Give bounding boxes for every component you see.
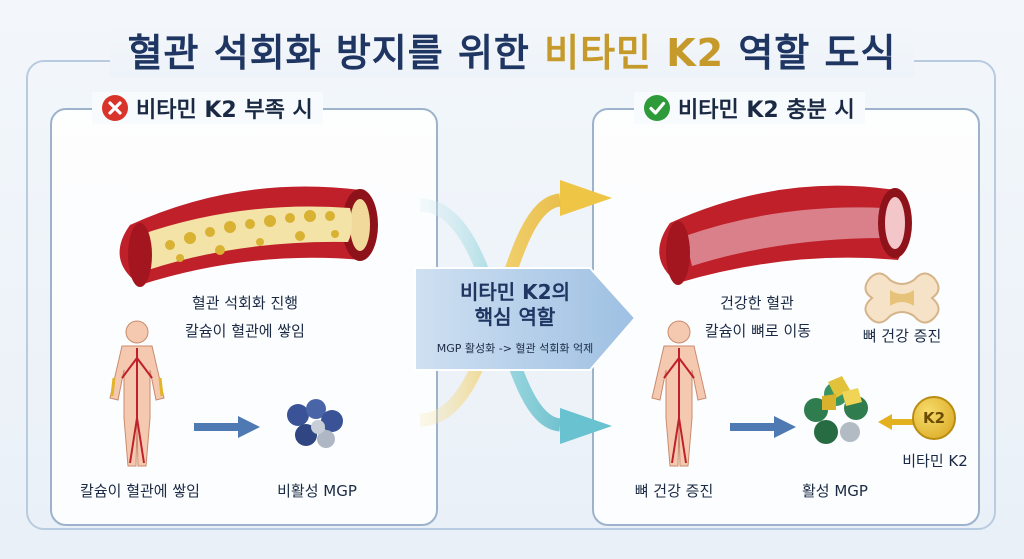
left-vessel-caption-1: 혈관 석회화 진행 — [191, 294, 299, 312]
k2-coin-text: K2 — [922, 409, 946, 427]
left-body-caption: 칼슘이 혈관에 쌓임 — [80, 482, 200, 500]
x-circle-icon — [102, 95, 128, 121]
center-role-box: 비타민 K2의 핵심 역할 MGP 활성화 -> 혈관 석회화 억제 — [430, 262, 640, 374]
bone-caption: 뼈 건강 증진 — [862, 327, 942, 345]
center-title-line1: 비타민 K2의 — [460, 280, 570, 304]
deficiency-heading-text: 비타민 K2 부족 시 — [136, 98, 313, 123]
left-vessel-caption-2: 칼슘이 혈관에 쌓임 — [185, 322, 305, 340]
right-mgp-caption: 활성 MGP — [802, 482, 868, 500]
title-accent: 비타민 K2 — [544, 31, 725, 75]
k2-caption: 비타민 K2 — [902, 452, 968, 470]
center-big-arrow — [414, 267, 637, 371]
calcified-vessel-icon — [119, 186, 378, 287]
left-mgp-caption: 비활성 MGP — [277, 482, 357, 500]
center-title: 비타민 K2의 핵심 역할 — [430, 280, 600, 330]
human-body-icon — [109, 320, 165, 467]
sufficient-heading-text: 비타민 K2 충분 시 — [678, 98, 855, 123]
human-body-icon-right — [651, 320, 707, 467]
bottom-teal-arrowhead — [560, 408, 612, 444]
active-mgp-icon — [804, 376, 868, 444]
k2-to-mgp-arrow — [878, 414, 916, 430]
check-circle-icon — [644, 95, 670, 121]
bone-icon — [864, 272, 940, 324]
sufficient-heading: 비타민 K2 충분 시 — [634, 92, 865, 124]
title-wrap: 혈관 석회화 방지를 위한 비타민 K2 역할 도식 — [0, 22, 1024, 77]
deficiency-panel: 비타민 K2 부족 시 — [50, 92, 438, 526]
right-flow-arrow — [730, 416, 796, 438]
deficiency-heading: 비타민 K2 부족 시 — [92, 92, 323, 124]
healthy-vessel-icon — [659, 185, 912, 285]
page-title: 혈관 석회화 방지를 위한 비타민 K2 역할 도식 — [109, 22, 915, 77]
title-main: 혈관 석회화 방지를 위한 — [127, 31, 545, 75]
inactive-mgp-icon — [287, 399, 343, 448]
right-vessel-caption-2: 칼슘이 뼈로 이동 — [704, 322, 812, 340]
right-body-caption: 뼈 건강 증진 — [634, 482, 714, 500]
k2-coin-icon: K2 — [912, 396, 956, 440]
center-title-line2: 핵심 역할 — [474, 305, 556, 329]
right-vessel-caption-1: 건강한 혈관 — [720, 294, 794, 312]
title-end: 역할 도식 — [724, 31, 897, 75]
top-gold-arrowhead — [560, 180, 612, 216]
center-subtitle: MGP 활성화 -> 혈관 석회화 억제 — [436, 342, 594, 355]
left-flow-arrow — [194, 416, 260, 438]
